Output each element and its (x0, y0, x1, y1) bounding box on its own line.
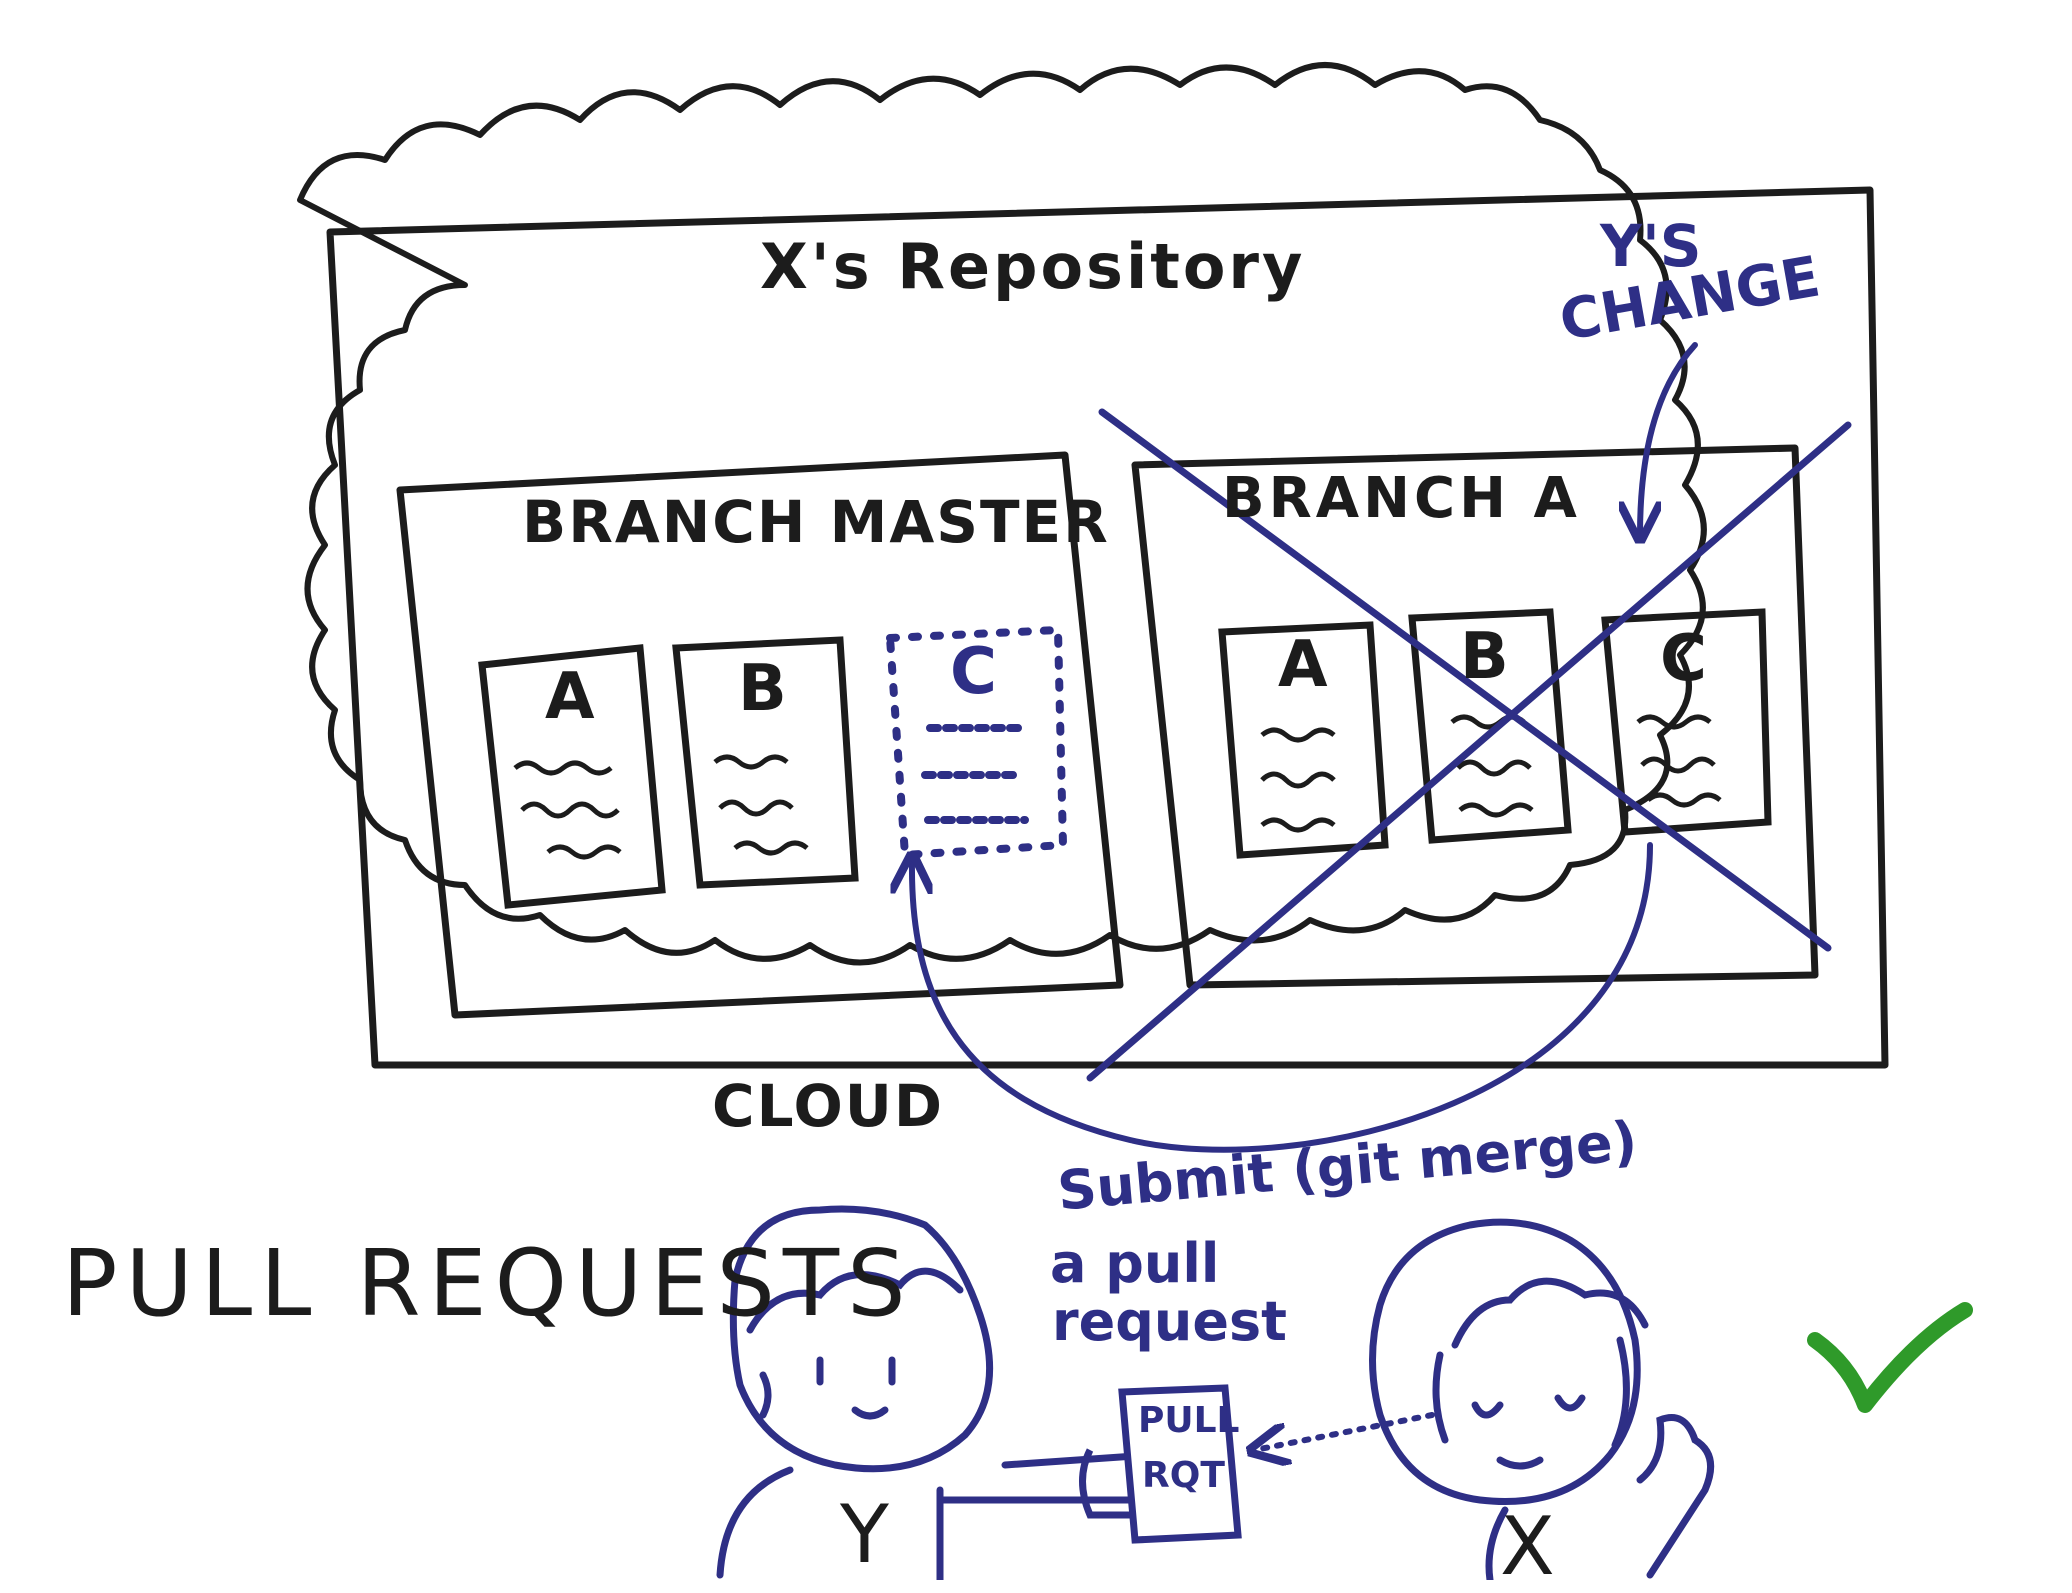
person-y (716, 1205, 1154, 1580)
person-x-label: X (1500, 1500, 1555, 1593)
person-x (1369, 1218, 1715, 1580)
branch-a-doc-c (1601, 608, 1772, 836)
branch-a-label: BRANCH A (1222, 466, 1581, 531)
master-doc-c-placeholder (885, 625, 1068, 860)
branch-a-doc-b-letter: B (1460, 620, 1509, 694)
branch-master-label: BRANCH MASTER (522, 488, 1110, 556)
change-note-line1: Y'S (1600, 212, 1702, 280)
cross-out-stroke-2 (1086, 421, 1852, 1082)
action-note-line2: a pull (1050, 1232, 1220, 1295)
repository-box (326, 186, 1889, 1069)
branch-a-doc-a-letter: A (1278, 628, 1328, 702)
master-doc-c-letter: C (950, 635, 997, 709)
master-doc-b-letter: B (738, 652, 787, 726)
pull-request-card (1118, 1384, 1242, 1544)
master-doc-b (672, 636, 859, 889)
pointer-arrow-icon (1255, 1412, 1435, 1450)
master-doc-a-letter: A (545, 660, 595, 734)
branch-a-doc-a (1218, 621, 1389, 859)
cross-out-stroke-1 (1098, 408, 1832, 952)
action-note-line3: request (1052, 1290, 1287, 1353)
repository-label: X's Repository (760, 230, 1306, 303)
master-doc-a (478, 644, 666, 909)
person-y-label: Y (840, 1488, 889, 1581)
person-y-hand (1079, 1448, 1130, 1519)
change-arrow (1640, 342, 1698, 535)
branch-master-box (396, 451, 1124, 1019)
cloud-label: CLOUD (712, 1072, 945, 1140)
merge-arrow (912, 842, 1653, 1153)
cloud-outline (297, 62, 1707, 966)
pull-request-card-line1: PULL (1138, 1400, 1240, 1441)
check-mark-icon (1807, 1302, 1973, 1413)
branch-a-doc-c-letter: C (1660, 622, 1707, 696)
diagram-title: PULL REQUESTS (62, 1230, 914, 1337)
pull-request-card-line2: RQT (1142, 1455, 1225, 1496)
branch-a-box (1131, 444, 1819, 989)
